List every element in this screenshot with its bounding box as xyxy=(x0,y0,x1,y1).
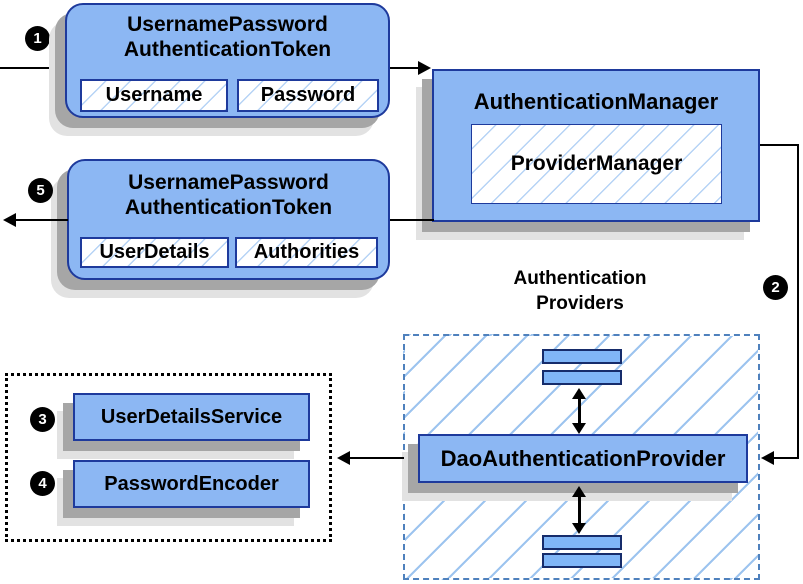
double-arrow-bottom-line xyxy=(578,494,581,526)
step-4-badge: 4 xyxy=(30,471,55,496)
result-token-title-line2: AuthenticationToken xyxy=(124,196,333,219)
password-field-box: Password xyxy=(237,79,379,112)
authorities-field-label: Authorities xyxy=(253,241,360,263)
double-arrow-bottom-down-icon xyxy=(572,523,586,534)
password-encoder-label: PasswordEncoder xyxy=(104,472,279,495)
user-details-field-box: UserDetails xyxy=(80,237,229,268)
connector-manager-out-right xyxy=(760,144,799,146)
authorities-field-box: Authorities xyxy=(235,237,378,268)
providers-label-line1: Authentication xyxy=(513,268,647,289)
step-3-number: 3 xyxy=(38,411,47,428)
result-token-title-line1: UsernamePassword xyxy=(128,171,329,194)
double-arrow-top-down-icon xyxy=(572,423,586,434)
connector-dao-to-services xyxy=(349,457,404,459)
provider-stack-bar-1 xyxy=(542,349,622,364)
step-3-badge: 3 xyxy=(30,407,55,432)
token-title-line2: AuthenticationToken xyxy=(123,38,332,61)
providers-region-label: Authentication Providers xyxy=(460,266,700,316)
username-password-token-node: UsernamePassword AuthenticationToken Use… xyxy=(65,3,390,118)
connector-result-out xyxy=(14,219,68,221)
provider-manager-box: ProviderManager xyxy=(471,124,722,204)
step-1-number: 1 xyxy=(33,30,42,47)
step-5-number: 5 xyxy=(36,182,45,199)
step-2-badge: 2 xyxy=(763,275,788,300)
dao-authentication-provider-label: DaoAuthenticationProvider xyxy=(440,445,726,471)
password-field-label: Password xyxy=(260,84,356,106)
provider-stack-bar-4 xyxy=(542,553,622,568)
connector-manager-to-result-token xyxy=(390,219,434,221)
authentication-manager-node: AuthenticationManager ProviderManager xyxy=(432,69,760,222)
step-1-badge: 1 xyxy=(25,26,50,51)
provider-stack-bar-3 xyxy=(542,535,622,550)
dao-authentication-provider-node: DaoAuthenticationProvider xyxy=(418,434,748,483)
username-field-label: Username xyxy=(105,84,203,106)
result-token-node: UsernamePassword AuthenticationToken Use… xyxy=(67,159,390,280)
step-5-badge: 5 xyxy=(28,178,53,203)
provider-stack-bar-2 xyxy=(542,370,622,385)
connector-request-in xyxy=(0,67,66,69)
providers-label-line2: Providers xyxy=(536,293,624,314)
arrowhead-result-out-icon xyxy=(3,213,16,227)
step-2-number: 2 xyxy=(771,279,780,296)
authentication-manager-title: AuthenticationManager xyxy=(473,89,719,114)
user-details-service-label: UserDetailsService xyxy=(100,405,283,428)
password-encoder-node: PasswordEncoder xyxy=(73,460,310,508)
arrowhead-into-dao-icon xyxy=(761,451,774,465)
provider-manager-label: ProviderManager xyxy=(510,152,683,175)
arrowhead-into-manager-icon xyxy=(418,61,431,75)
arrowhead-into-services-icon xyxy=(337,451,350,465)
connector-into-dao xyxy=(773,457,799,459)
user-details-field-label: UserDetails xyxy=(99,241,210,263)
username-field-box: Username xyxy=(80,79,228,112)
step-4-number: 4 xyxy=(38,475,47,492)
double-arrow-top-line xyxy=(578,396,581,426)
connector-down-right-edge xyxy=(797,144,799,459)
user-details-service-node: UserDetailsService xyxy=(73,393,310,441)
double-arrow-bottom-up-icon xyxy=(572,486,586,497)
connector-token-to-manager xyxy=(390,67,420,69)
token-title-line1: UsernamePassword xyxy=(127,13,328,36)
services-group xyxy=(5,373,332,542)
double-arrow-top-up-icon xyxy=(572,388,586,399)
